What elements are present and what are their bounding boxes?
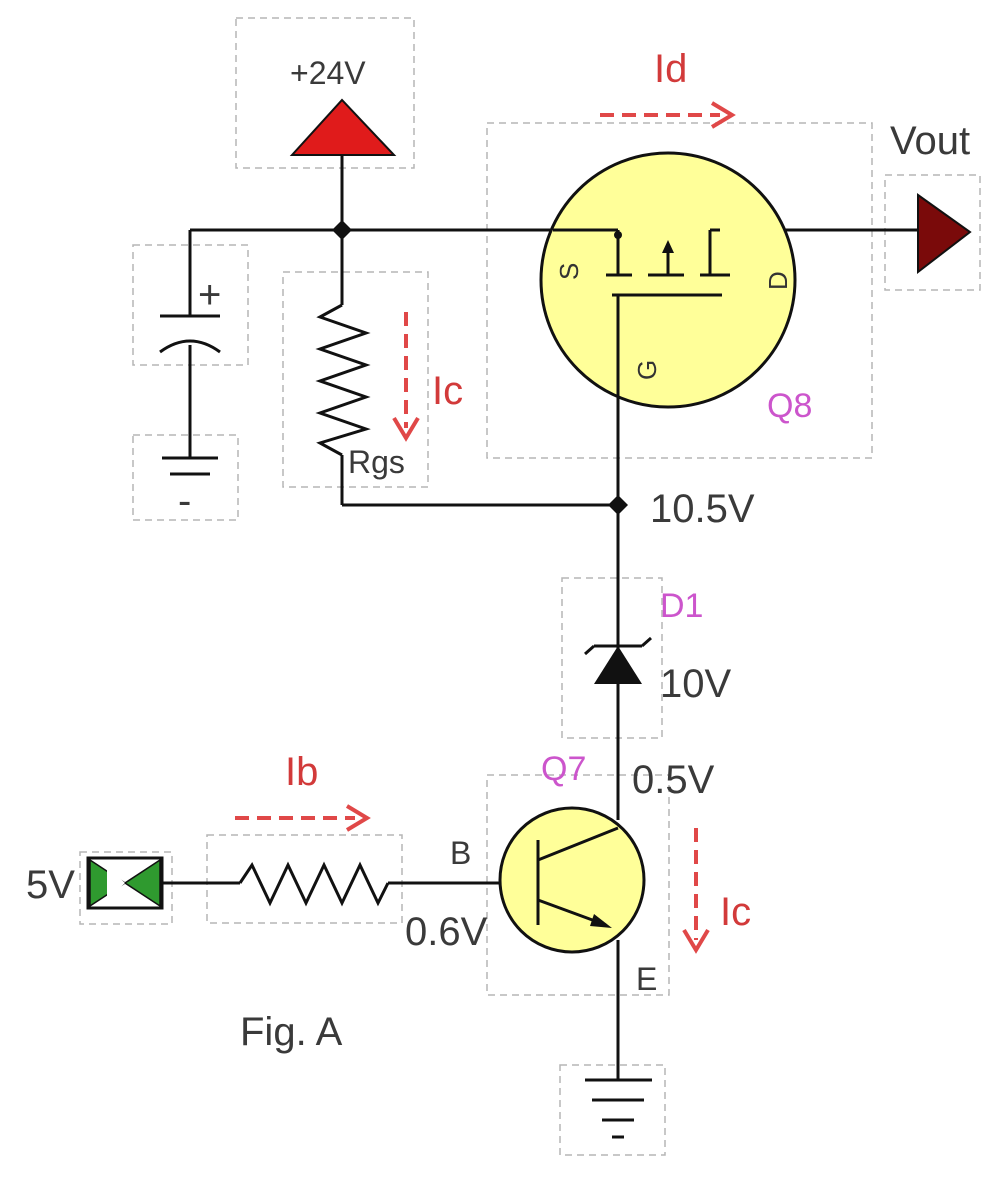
mosfet-pin-s: S (554, 263, 584, 280)
bjt-body (498, 806, 646, 954)
supply-box (235, 17, 415, 169)
input-label: 5V (26, 863, 75, 907)
ground-box (559, 1064, 666, 1156)
ic-arrowhead-icon (392, 416, 420, 442)
output-triangle-icon (917, 193, 972, 275)
ic-label-bottom: Ic (720, 890, 751, 934)
gate-node-voltage: 10.5V (650, 487, 755, 531)
figure-caption: Fig. A (240, 1010, 343, 1054)
bjt-box (486, 774, 670, 996)
mosfet-box (486, 122, 873, 459)
capacitor-plus: + (198, 273, 221, 317)
id-label: Id (654, 47, 687, 91)
ib-label: Ib (285, 750, 318, 794)
input-box (79, 851, 173, 925)
base-resistor-box (206, 834, 403, 924)
ib-arrowhead-icon (345, 804, 371, 832)
input-source-icon (86, 856, 164, 910)
bjt-pin-e: E (636, 961, 657, 997)
cap-ground-box (132, 434, 239, 521)
supply-triangle-icon (289, 98, 397, 156)
capacitor-symbol (159, 314, 221, 354)
capacitor-minus: - (178, 479, 191, 523)
zener-voltage: 10V (660, 662, 731, 706)
resistor-rgs-symbol (315, 303, 371, 457)
ic-collector-arrowhead-icon (682, 928, 710, 954)
ic-label-top: Ic (432, 369, 463, 413)
zener-box (561, 577, 663, 739)
bjt-symbol (536, 826, 619, 928)
mosfet-body (539, 151, 797, 409)
junction-dots (332, 220, 628, 515)
ground-icon (585, 1078, 652, 1139)
resistor-box (282, 271, 429, 488)
wires (160, 152, 918, 1080)
resistor-rgs-label: Rgs (348, 444, 405, 480)
bjt-ref: Q7 (541, 750, 586, 788)
capacitor-ground-icon (162, 456, 218, 476)
zener-ref: D1 (660, 587, 703, 625)
output-box (884, 174, 981, 291)
mosfet-pin-g: G (632, 360, 662, 380)
base-voltage: 0.6V (405, 910, 488, 954)
output-label: Vout (890, 119, 970, 163)
id-arrowhead-icon (710, 101, 736, 129)
mosfet-pin-d: D (763, 271, 793, 290)
collector-voltage: 0.5V (632, 758, 715, 802)
base-resistor-symbol (238, 861, 390, 907)
supply-label: +24V (290, 55, 366, 91)
mosfet-ref: Q8 (767, 387, 812, 425)
zener-diode-symbol (584, 636, 652, 684)
bjt-pin-b: B (450, 835, 471, 871)
mosfet-symbol (553, 228, 730, 410)
